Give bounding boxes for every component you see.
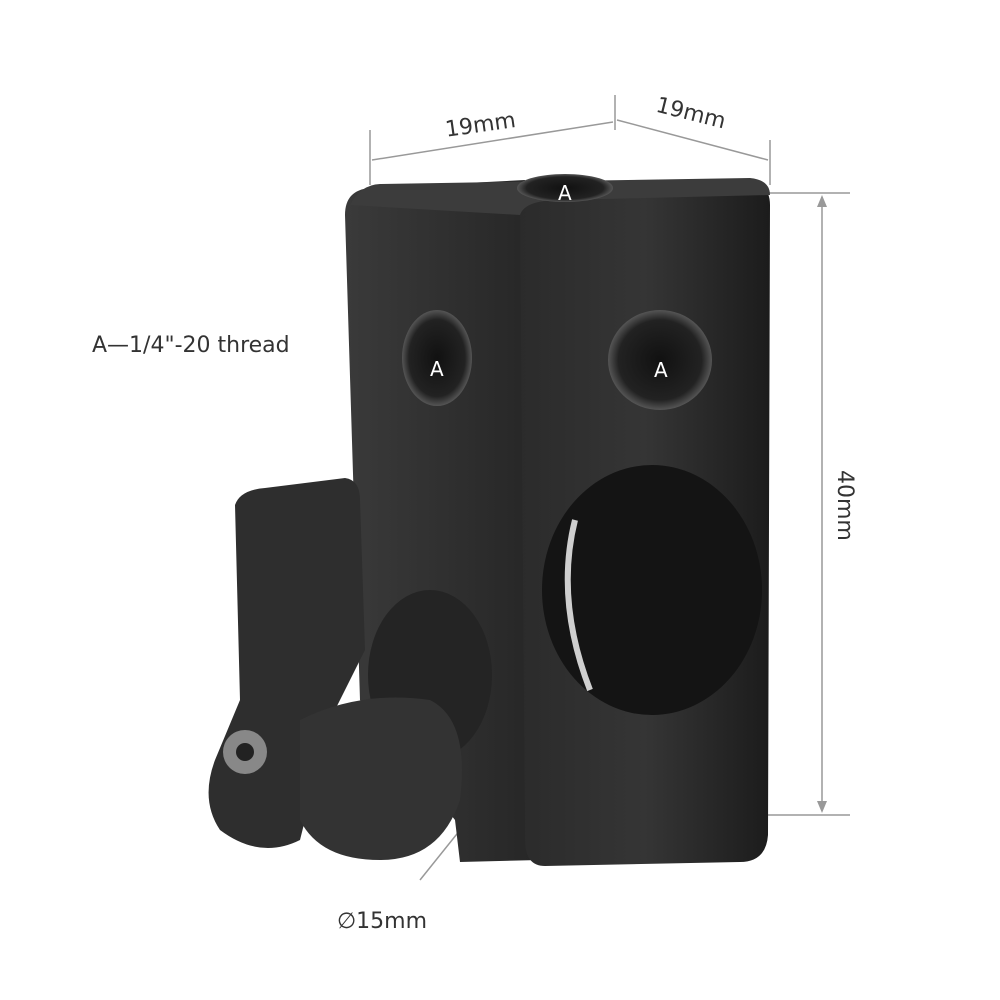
dim-depth-label: 19mm bbox=[653, 93, 728, 134]
lever-shaft bbox=[300, 697, 462, 860]
hole-label-side: A bbox=[430, 357, 444, 381]
threaded-hole-front bbox=[608, 310, 712, 410]
threaded-hole-side bbox=[402, 310, 472, 406]
hole-label-front: A bbox=[654, 358, 668, 382]
hole-label-top: A bbox=[558, 181, 572, 205]
dim-width-label: 19mm bbox=[444, 108, 518, 143]
dim-height-label: 40mm bbox=[832, 470, 857, 541]
thread-legend: A—1/4"-20 thread bbox=[92, 333, 290, 358]
hex-socket-icon bbox=[236, 743, 254, 761]
threaded-hole-top bbox=[517, 174, 613, 202]
rod-hole bbox=[542, 465, 762, 715]
rod-hole-highlight bbox=[564, 519, 593, 692]
dim-rod-diameter-label: ∅15mm bbox=[337, 909, 427, 934]
